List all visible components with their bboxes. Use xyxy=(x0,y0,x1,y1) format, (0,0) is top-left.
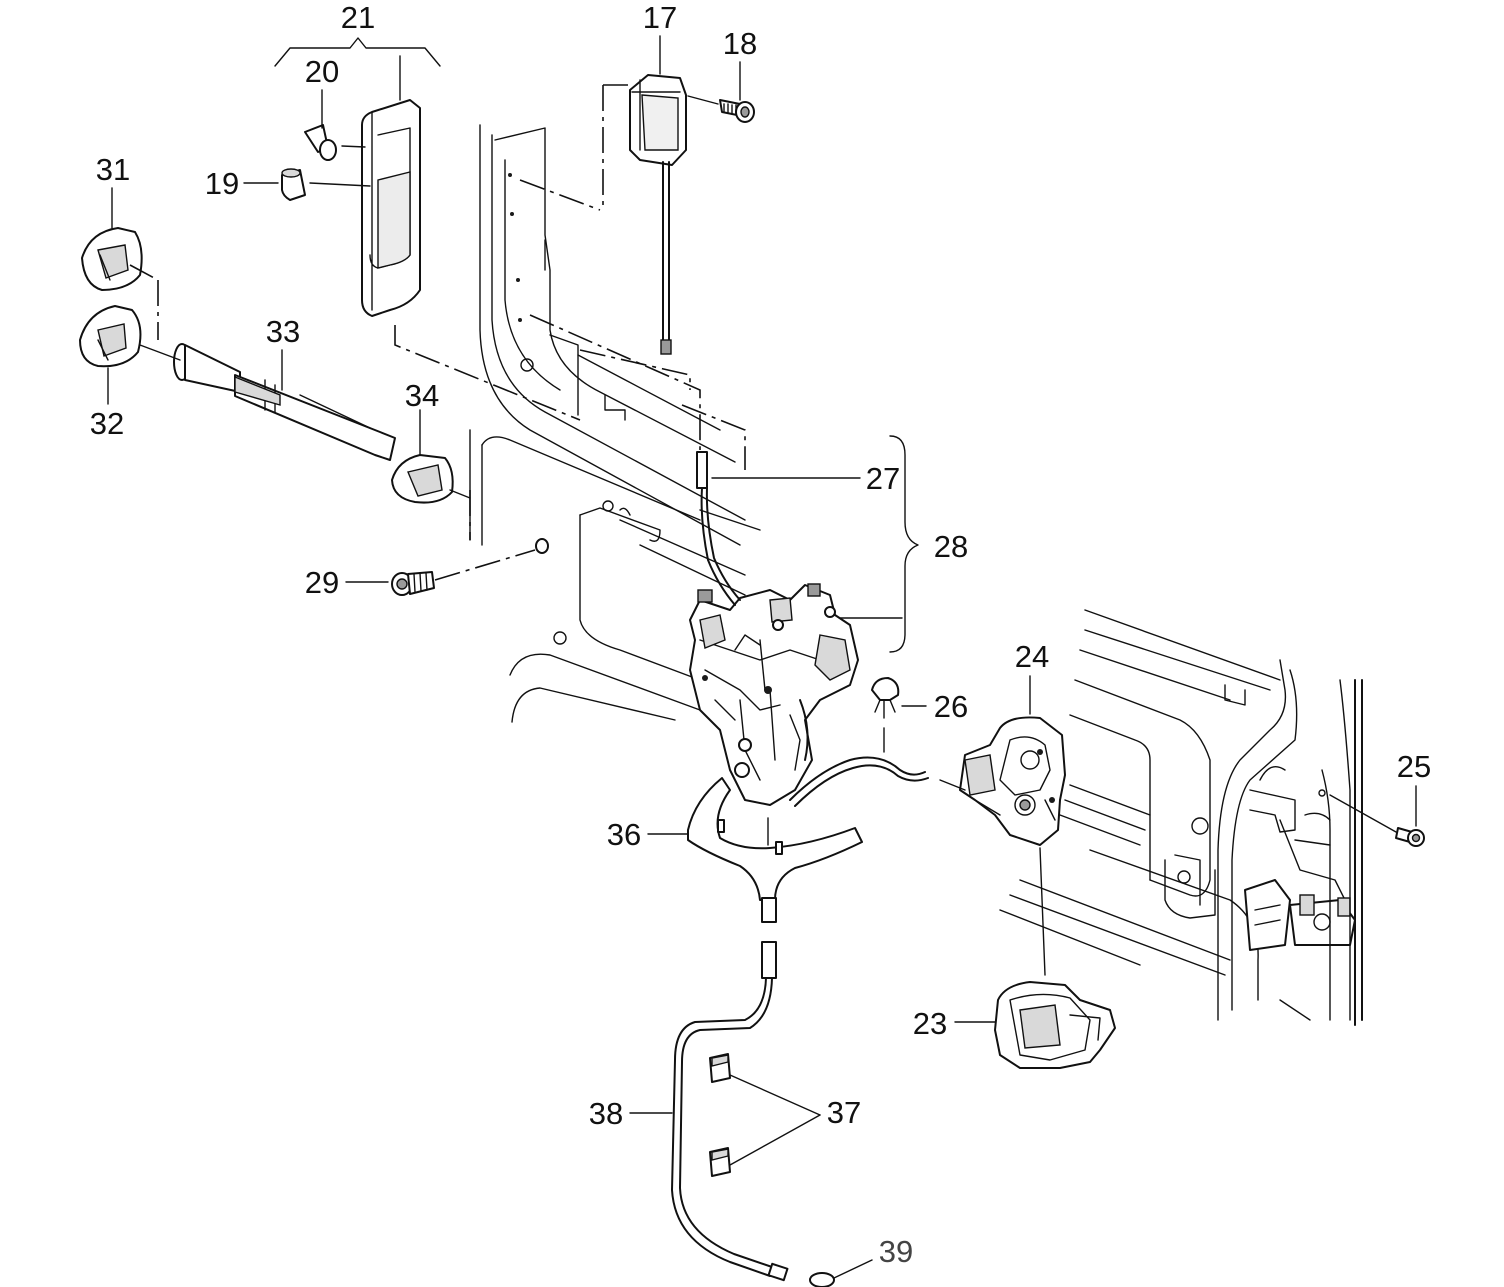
cover-part-23 xyxy=(994,981,1116,1069)
label-31: 31 xyxy=(96,152,130,187)
outer-handle-part-21 xyxy=(361,99,421,317)
door-lock-part-28 xyxy=(689,583,859,806)
label-38: 38 xyxy=(589,1096,623,1131)
housing-part-36 xyxy=(687,777,863,923)
callout-labels: 21 20 19 17 18 31 32 33 34 29 27 28 26 2… xyxy=(90,0,1431,1269)
lock-module-part-17 xyxy=(629,74,687,355)
label-39: 39 xyxy=(879,1234,913,1269)
label-37: 37 xyxy=(827,1095,861,1130)
label-32: 32 xyxy=(90,406,124,441)
label-28: 28 xyxy=(934,529,968,564)
bearing-part-34 xyxy=(391,454,454,504)
label-33: 33 xyxy=(266,314,300,349)
cover-part-32 xyxy=(79,305,142,368)
label-36: 36 xyxy=(607,817,641,852)
nut-part-29-target xyxy=(535,538,549,554)
rod-part-27 xyxy=(696,451,741,606)
label-18: 18 xyxy=(723,26,757,61)
cable-part-38 xyxy=(671,941,789,1282)
rod-part-33 xyxy=(173,343,396,461)
bolt-part-29 xyxy=(391,571,435,596)
label-34: 34 xyxy=(405,378,439,413)
body-pillar-outline xyxy=(999,609,1363,1026)
label-25: 25 xyxy=(1397,749,1431,784)
label-19: 19 xyxy=(205,166,239,201)
clips-part-37 xyxy=(709,1053,731,1177)
label-17: 17 xyxy=(643,0,677,35)
label-21: 21 xyxy=(341,0,375,35)
label-29: 29 xyxy=(305,565,339,600)
label-23: 23 xyxy=(913,1006,947,1041)
label-27: 27 xyxy=(866,461,900,496)
clip-part-26 xyxy=(871,677,900,719)
screw-part-18 xyxy=(719,99,755,123)
label-26: 26 xyxy=(934,689,968,724)
label-20: 20 xyxy=(305,54,339,89)
screw-part-25 xyxy=(1395,827,1425,847)
assembly-lines xyxy=(129,84,746,581)
label-24: 24 xyxy=(1015,639,1049,674)
cap-part-19 xyxy=(281,168,306,201)
grommet-part-20 xyxy=(304,124,337,161)
end-cap-part-39 xyxy=(809,1272,835,1287)
door-panel-outline xyxy=(469,124,761,723)
catch-part-24 xyxy=(959,716,1066,846)
leader-lines xyxy=(107,35,1417,1279)
cable-to-part-24 xyxy=(789,727,929,807)
cover-part-31 xyxy=(81,227,143,291)
